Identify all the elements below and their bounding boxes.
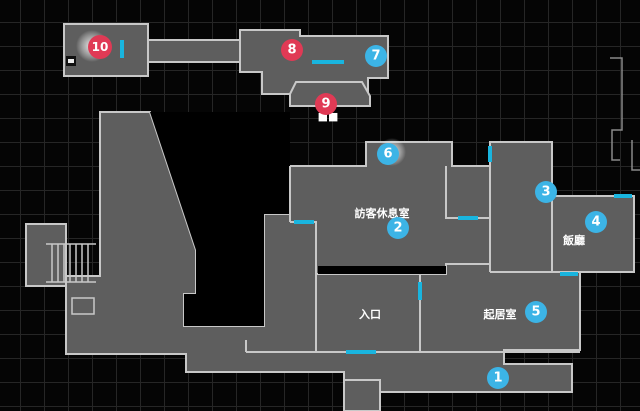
svg-text:10: 10 <box>92 40 109 54</box>
label-entrance: 入口 <box>359 308 381 321</box>
svg-text:6: 6 <box>383 147 392 162</box>
west-annex <box>25 223 67 287</box>
marker-9[interactable]: 9 <box>315 93 337 115</box>
marker-6[interactable]: 6 <box>377 143 399 165</box>
central-void <box>150 112 290 326</box>
svg-text:4: 4 <box>591 215 600 230</box>
svg-text:1: 1 <box>493 371 502 386</box>
stairs <box>46 243 96 283</box>
svg-text:2: 2 <box>393 221 402 236</box>
marker-4[interactable]: 4 <box>585 211 607 233</box>
label-anti-guest-lounge: 訪客休息室 <box>355 206 410 220</box>
marker-8[interactable]: 8 <box>281 39 303 61</box>
outline-right-2 <box>631 140 640 171</box>
small-box <box>71 297 95 315</box>
marker-1[interactable]: 1 <box>487 367 509 389</box>
marker-5[interactable]: 5 <box>525 301 547 323</box>
label-living: 起居室 <box>483 307 517 321</box>
marker-2[interactable]: 2 <box>387 217 409 239</box>
doors <box>120 40 632 354</box>
svg-text:3: 3 <box>541 185 550 200</box>
marker-10[interactable]: 10 <box>88 35 112 59</box>
svg-text:9: 9 <box>321 97 330 112</box>
south-exit <box>343 379 381 411</box>
svg-text:7: 7 <box>371 49 380 64</box>
svg-text:8: 8 <box>287 43 296 58</box>
corridor-top <box>147 39 241 63</box>
chest-icon[interactable] <box>66 56 76 66</box>
outline-right <box>610 57 623 161</box>
label-dining: 飯廳 <box>562 233 585 247</box>
svg-text:5: 5 <box>531 305 540 320</box>
inner-gap <box>318 266 446 274</box>
marker-3[interactable]: 3 <box>535 181 557 203</box>
marker-7[interactable]: 7 <box>365 45 387 67</box>
